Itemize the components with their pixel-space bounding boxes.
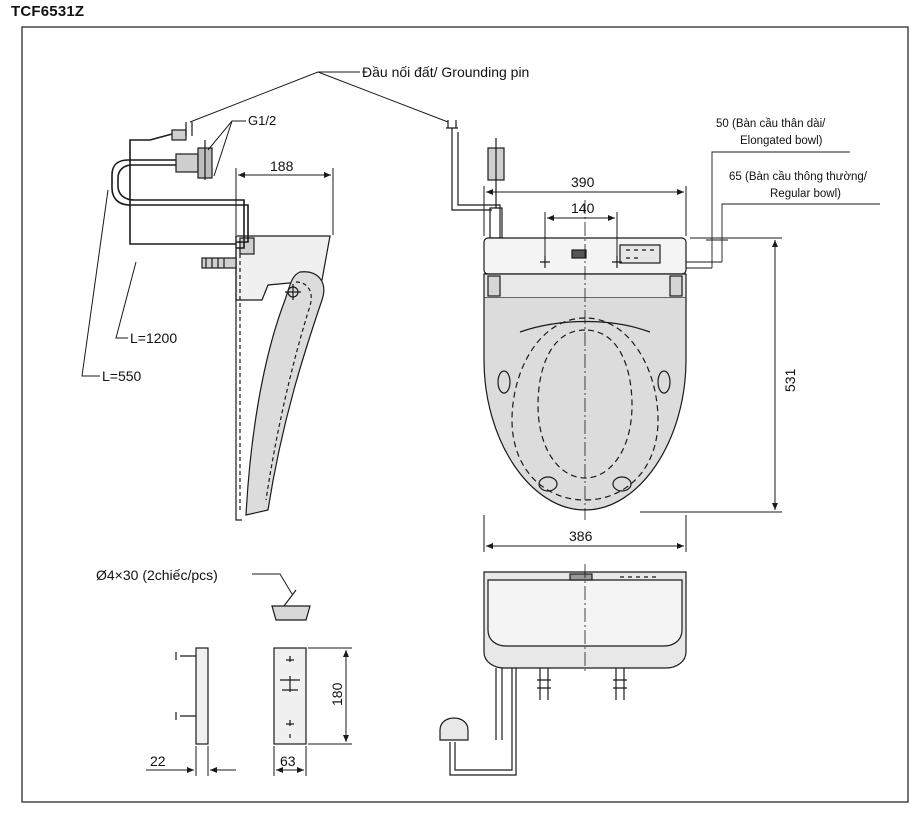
hose-length-leaders xyxy=(81,189,137,377)
dim-hole-spacing xyxy=(544,212,618,256)
elongated-line2: Elongated bowl) xyxy=(740,135,823,147)
top-width-value: 390 xyxy=(571,174,595,190)
top-view xyxy=(446,120,687,520)
bracket-side-view xyxy=(175,647,209,745)
dim-side-depth xyxy=(235,168,334,235)
hose-long-label: L=1200 xyxy=(130,330,177,346)
dim-bracket-width xyxy=(273,746,307,776)
length-value: 531 xyxy=(782,368,798,392)
thread-leader xyxy=(207,120,246,177)
bracket-front-view xyxy=(273,647,307,745)
bracket-thickness-value: 22 xyxy=(150,753,166,769)
dim-bracket-height xyxy=(308,647,352,745)
rear-view xyxy=(439,564,687,776)
thread-label: G1/2 xyxy=(248,113,276,128)
bracket-height-value: 180 xyxy=(329,682,345,706)
hose-short-label: L=550 xyxy=(102,368,142,384)
dim-length xyxy=(640,237,782,513)
dim-bottom-width xyxy=(483,515,687,552)
side-view xyxy=(201,235,331,521)
grounding-pin-leader xyxy=(189,71,449,123)
regular-line2: Regular bowl) xyxy=(770,188,841,200)
drawing-frame xyxy=(21,26,909,803)
dim-bracket-thickness xyxy=(146,746,236,776)
model-code: TCF6531Z xyxy=(11,3,85,20)
hoses xyxy=(111,122,249,249)
regular-line1: 65 (Bàn cầu thông thường/ xyxy=(729,171,868,183)
bottom-width-value: 386 xyxy=(569,528,593,544)
screws-label: Ø4×30 (2chiếc/pcs) xyxy=(96,567,218,583)
dim-top-width xyxy=(483,186,687,236)
side-depth-value: 188 xyxy=(270,158,294,174)
grounding-pin-label: Đầu nối đất/ Grounding pin xyxy=(362,64,529,80)
bowl-offset-leaders xyxy=(686,151,880,269)
screw-part xyxy=(271,589,311,621)
bracket-width-value: 63 xyxy=(280,753,296,769)
hole-spacing-value: 140 xyxy=(571,200,595,216)
elongated-line1: 50 (Bàn cầu thân dài/ xyxy=(716,118,826,130)
screws-leader xyxy=(252,573,293,595)
